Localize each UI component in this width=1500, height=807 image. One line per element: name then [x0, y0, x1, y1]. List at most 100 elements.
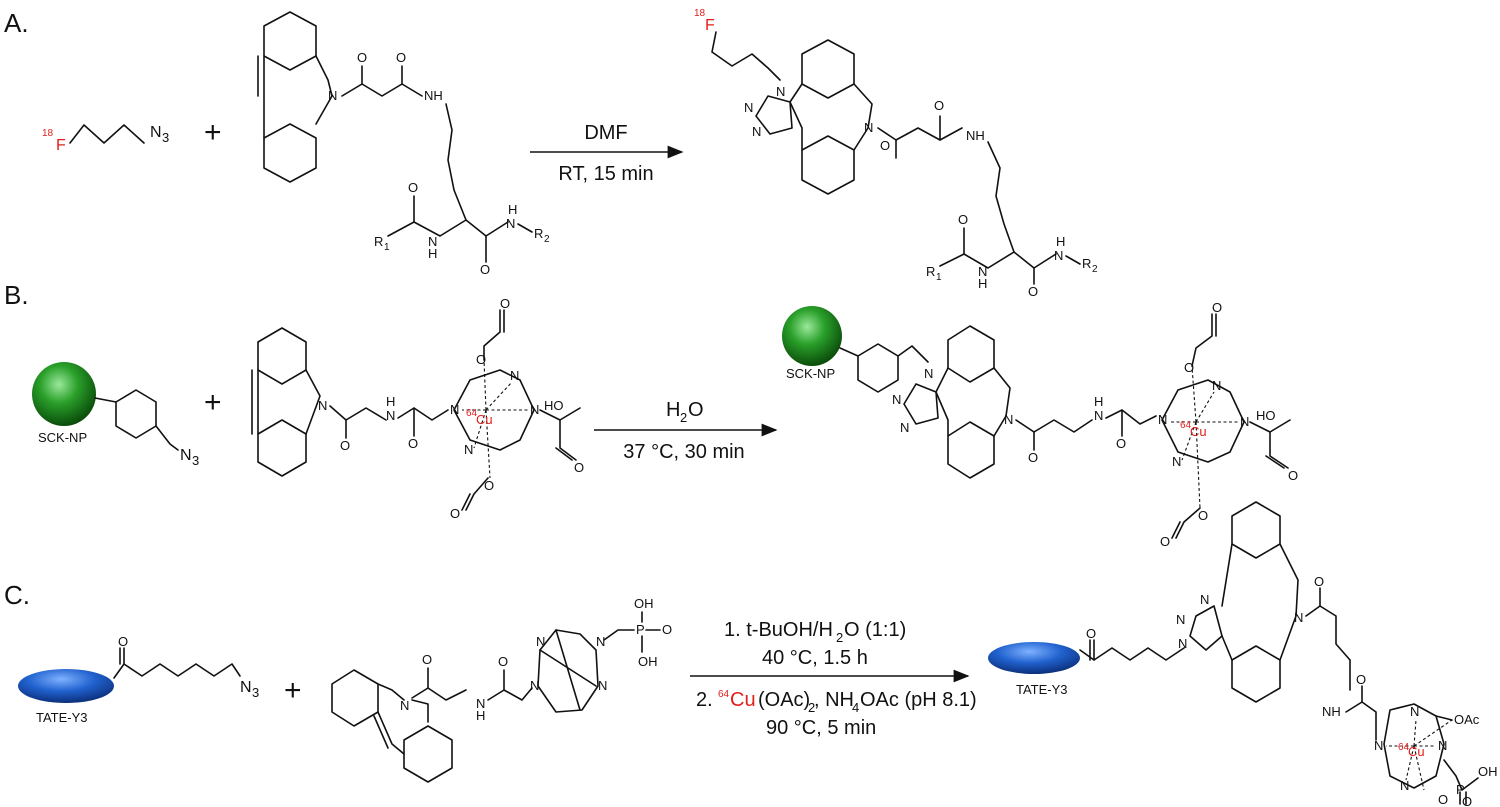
product-amide-n: N	[978, 264, 987, 279]
product-b-tri-n1: N	[924, 366, 933, 381]
conditions-b: 37 °C, 30 min	[623, 441, 744, 463]
c-benzene-left	[331, 669, 379, 727]
product-r2-bond	[1065, 255, 1081, 265]
benzene-ring-bottom	[263, 123, 317, 183]
product-a: 18 F N N N N O O NH O R 1 N H	[694, 8, 1098, 299]
product-b-benzene-top	[947, 325, 995, 383]
product-lysine-chain	[987, 141, 1015, 253]
azide-label: N	[150, 124, 162, 141]
np-azide-sub: 3	[192, 453, 199, 468]
ring-n-bridge	[315, 55, 333, 125]
c-p-bonds	[641, 611, 661, 653]
step2-metal: Cu	[730, 689, 756, 711]
c-alkyne	[373, 711, 405, 755]
triazole-n3: N	[752, 124, 761, 139]
nh-label: NH	[424, 88, 443, 103]
product-r2: R	[1082, 256, 1091, 271]
conditions-step1: 1. t-BuOH/H 2 O (1:1) 40 °C, 1.5 h	[724, 619, 906, 669]
step2-rest3: OAc (pH 8.1)	[860, 689, 977, 711]
nh-amide-h: H	[428, 246, 437, 261]
product-b-coordination	[1170, 365, 1238, 509]
product-b-ring-n-bridge	[993, 367, 1011, 437]
np-benzene-ring	[115, 389, 157, 439]
r1-bond	[387, 221, 415, 237]
triazole-bridge	[789, 83, 803, 151]
step1-sub: 2	[836, 630, 843, 645]
product-c-acetamide	[1345, 701, 1377, 741]
o-label-3: O	[408, 180, 418, 195]
b-coordination-bonds	[462, 359, 528, 479]
product-b-propionyl	[1015, 419, 1093, 433]
product-r2-sub: 2	[1092, 264, 1098, 275]
product-benzene-bottom	[801, 135, 855, 195]
succinyl-linker	[341, 83, 423, 97]
product-b-o-2: O	[1116, 436, 1126, 451]
step2-sub2: 4	[852, 700, 859, 715]
b-o-2: O	[408, 436, 418, 451]
step2-rest2: , NH	[814, 689, 854, 711]
c-phosphonate-ch2	[603, 629, 635, 641]
c-nh-n: N	[476, 696, 485, 711]
alkyne-bridge	[257, 55, 265, 139]
product-b-dota-n4: N	[1172, 454, 1181, 469]
step2-line2: 90 °C, 5 min	[766, 717, 876, 739]
product-c-coordination	[1386, 719, 1453, 791]
b-n-bridge	[305, 369, 321, 435]
product-o-4: O	[1028, 284, 1038, 299]
n-label-r2: N	[506, 216, 515, 231]
azide-subscript: 3	[162, 130, 169, 145]
product-b-dota-n1: N	[1158, 412, 1167, 427]
product-b-dota-n2: N	[1212, 378, 1221, 393]
plus-sign-a: +	[204, 116, 222, 149]
b-cu-isotope: 64	[466, 408, 478, 419]
triazole-n1: N	[776, 84, 785, 99]
nh-amide-n: N	[428, 234, 437, 249]
product-c-cyc-n4: N	[1400, 778, 1409, 793]
o-label-4: O	[480, 262, 490, 277]
product-r1-bond	[939, 253, 965, 267]
product-b-triazole-bridge	[935, 367, 949, 437]
step1-tail: O (1:1)	[844, 619, 906, 641]
b-ho-label: HO	[544, 398, 564, 413]
product-c-oac-bond	[1435, 715, 1453, 721]
product-ring-n-bridge	[853, 83, 873, 151]
product-c-cu-isotope: 64	[1398, 742, 1410, 753]
reagent-dmf: DMF	[584, 122, 627, 144]
np-linker-bond	[94, 397, 117, 403]
product-tate-y3-label: TATE-Y3	[1016, 682, 1068, 697]
b-dota-n4: N	[464, 442, 473, 457]
product-sck-np-label: SCK-NP	[786, 366, 835, 381]
product-c-cyc-n3: N	[1438, 738, 1447, 753]
b-carboxylate-top	[483, 309, 505, 361]
c-cyclam-n4: N	[598, 678, 607, 693]
b-o-bottom: O	[484, 478, 494, 493]
product-nh: NH	[966, 128, 985, 143]
product-c-n-bridge	[1279, 543, 1299, 661]
product-amide-h: H	[978, 276, 987, 291]
product-np-benzene	[857, 343, 899, 393]
c-propionyl	[411, 687, 467, 701]
c-cyclam-bridges	[539, 629, 597, 711]
product-benzene-top	[801, 39, 855, 99]
b-acetamide	[397, 407, 449, 421]
product-c-cu-label: Cu	[1408, 744, 1425, 759]
r2-label: R	[534, 226, 543, 241]
plus-sign-c: +	[284, 674, 302, 707]
blue-peptide-ellipse	[18, 669, 114, 703]
conditions-a: RT, 15 min	[558, 163, 653, 185]
b-propionyl	[329, 405, 387, 421]
product-c-benzene-bottom	[1231, 645, 1281, 703]
product-b-nh-h: H	[1094, 394, 1103, 409]
product-b-nh-n: N	[1094, 408, 1103, 423]
product-c-tri-n2: N	[1176, 612, 1185, 627]
product-c-propionyl	[1305, 605, 1351, 661]
product-np-linker	[839, 347, 859, 357]
triazole-ring	[755, 95, 793, 135]
o-label-1: O	[357, 50, 367, 65]
product-b-tri-n3: N	[900, 420, 909, 435]
panel-b-label: B.	[4, 280, 29, 310]
panel-a-label: A.	[4, 8, 29, 38]
c-cyclam-n2: N	[536, 634, 545, 649]
product-c-carbonyl	[1089, 639, 1095, 661]
